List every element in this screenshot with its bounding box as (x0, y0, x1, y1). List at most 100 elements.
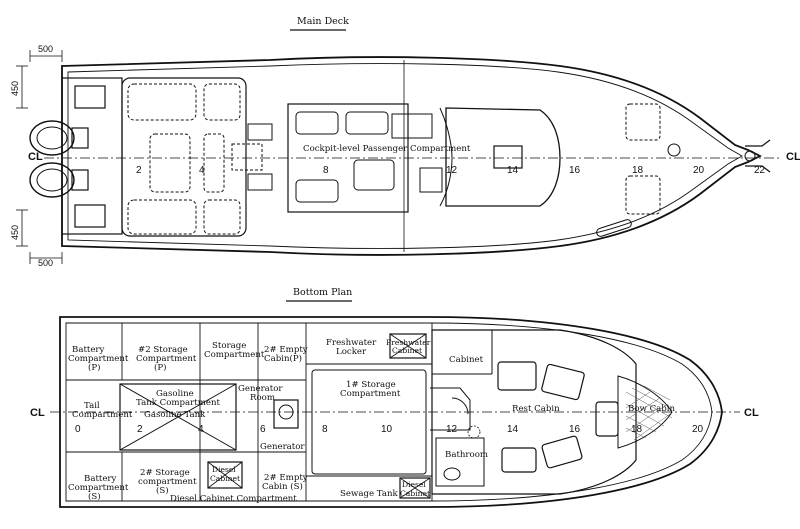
label-gasoline-1: Gasoline (156, 389, 194, 399)
label-generator-room-1: Generator (238, 384, 283, 394)
label-empty-cabin-p-1: 2# Empty (264, 345, 308, 355)
md-station-20: 20 (693, 165, 705, 176)
bp-station-12: 12 (446, 424, 458, 435)
label-bathroom: Bathroom (445, 450, 488, 460)
label-empty-cabin-p-2: Cabin(P) (264, 353, 302, 364)
label-diesel-cabinet2-2: Cabinet (400, 489, 430, 498)
stern-hatch-bottom (74, 204, 106, 228)
generator-unit (273, 399, 299, 429)
label-storage2-p-2: Compartment (136, 354, 197, 364)
stern-hatch-top (74, 85, 106, 109)
passenger-compartment-label: Cockpit-level Passenger Compartment (303, 144, 471, 154)
fore-deck-hatches (625, 103, 661, 215)
label-battery-s-3: (S) (88, 491, 101, 502)
porthole-icon (467, 425, 481, 439)
toilet-icon (443, 467, 461, 481)
bottom-plan-title: Bottom Plan (293, 287, 352, 298)
md-station-18: 18 (632, 165, 644, 176)
label-storage1-2: Compartment (340, 389, 401, 399)
label-bow-cabin: Bow Cabin (628, 404, 676, 414)
main-deck-hull-inner (67, 63, 743, 249)
fender-rail (596, 219, 632, 237)
md-station-12: 12 (446, 165, 458, 176)
label-battery-p-1: Battery (72, 345, 105, 355)
label-freshwater-cabinet-1: Freshwater (386, 338, 431, 347)
room-labels: Battery Compartment (P) #2 Storage Compa… (68, 338, 676, 504)
md-station-16: 16 (569, 165, 581, 176)
label-diesel-cabinet-1: Diesel (212, 465, 236, 474)
label-generator: Generator (260, 442, 305, 452)
label-cabinet: Cabinet (449, 355, 484, 365)
dim-left-bottom-450: 450 (10, 225, 20, 240)
bottom-plan: Bottom Plan (30, 287, 759, 508)
md-station-22: 22 (754, 165, 766, 176)
forward-cabin-wall (431, 329, 637, 495)
label-empty-cabin-s-2: Cabin (S) (262, 481, 303, 492)
dim-bottom-500: 500 (38, 258, 53, 268)
bp-station-2: 2 (137, 424, 143, 435)
label-tail-2: Compartment (72, 410, 133, 420)
label-storage2-s-2: compartment (138, 477, 197, 487)
companionway (430, 387, 471, 431)
outboard-engine-bottom (29, 162, 89, 198)
label-diesel-cabinet-compartment: Diesel Cabinet Compartment (170, 494, 297, 504)
md-station-8: 8 (323, 165, 329, 176)
storage1-box (311, 369, 427, 475)
label-gasoline-tank: Gasoline Tank (144, 410, 206, 420)
cabin-top-hatch (493, 145, 523, 169)
label-battery-p-3: (P) (88, 362, 101, 373)
bottom-plan-cl-right: CL (744, 407, 759, 419)
label-rest-cabin: Rest Cabin (512, 404, 560, 414)
label-freshwater-locker-2: Locker (336, 347, 367, 357)
bp-station-20: 20 (692, 424, 704, 435)
cabin-top (445, 107, 561, 207)
label-battery-p-2: Compartment (68, 354, 129, 364)
main-deck-title: Main Deck (297, 16, 349, 27)
label-tail-1: Tail (84, 401, 100, 411)
label-storage-1: Storage (212, 341, 246, 351)
label-generator-room-2: Room (250, 393, 275, 403)
dim-left-top-450: 450 (10, 81, 20, 96)
label-sewage-tank: Sewage Tank (340, 489, 398, 499)
label-diesel-cabinet-2: Cabinet (210, 474, 240, 483)
bp-station-18: 18 (631, 424, 643, 435)
label-storage2-p-1: #2 Storage (138, 345, 188, 355)
md-station-14: 14 (507, 165, 519, 176)
bp-station-14: 14 (507, 424, 519, 435)
main-deck-cl-left: CL (28, 151, 43, 163)
bathroom-wall (435, 437, 485, 487)
bottom-plan-cl-left: CL (30, 407, 45, 419)
transom (61, 77, 123, 235)
label-storage2-s-1: 2# Storage (140, 468, 190, 478)
bp-station-10: 10 (381, 424, 393, 435)
main-deck-plan: Main Deck (10, 16, 800, 268)
main-deck-cl-right: CL (786, 151, 800, 163)
aft-deck-area (121, 77, 247, 237)
label-diesel-cabinet2-1: Diesel (402, 480, 426, 489)
md-station-4: 4 (199, 165, 205, 176)
dimension-lines (16, 50, 63, 264)
cockpit-seating (247, 103, 443, 213)
diesel-cabinet-boxes (207, 333, 431, 499)
label-gasoline-2: Tank Compartment (136, 398, 221, 408)
bow-cabin-pattern (625, 385, 673, 441)
bp-station-0: 0 (75, 424, 81, 435)
dim-top-500: 500 (38, 44, 53, 54)
door-swing (451, 397, 469, 415)
label-freshwater-cabinet-2: Cabinet (392, 346, 422, 355)
rest-cabin-bunks (497, 361, 619, 473)
aft-deck-hatches (127, 83, 263, 235)
label-storage1-1: 1# Storage (346, 380, 396, 390)
outboard-engine-top (29, 120, 89, 156)
bp-station-4: 4 (198, 424, 204, 435)
main-deck-hull-outline (61, 56, 763, 256)
label-battery-s-2: Compartment (68, 483, 129, 493)
label-storage-2: Compartment (204, 350, 265, 360)
label-storage2-p-3: (P) (154, 362, 167, 373)
bow-anchor-fitting (667, 139, 771, 173)
bp-station-8: 8 (322, 424, 328, 435)
bp-station-6: 6 (260, 424, 266, 435)
label-freshwater-locker-1: Freshwater (326, 338, 377, 348)
windshield (439, 107, 453, 207)
